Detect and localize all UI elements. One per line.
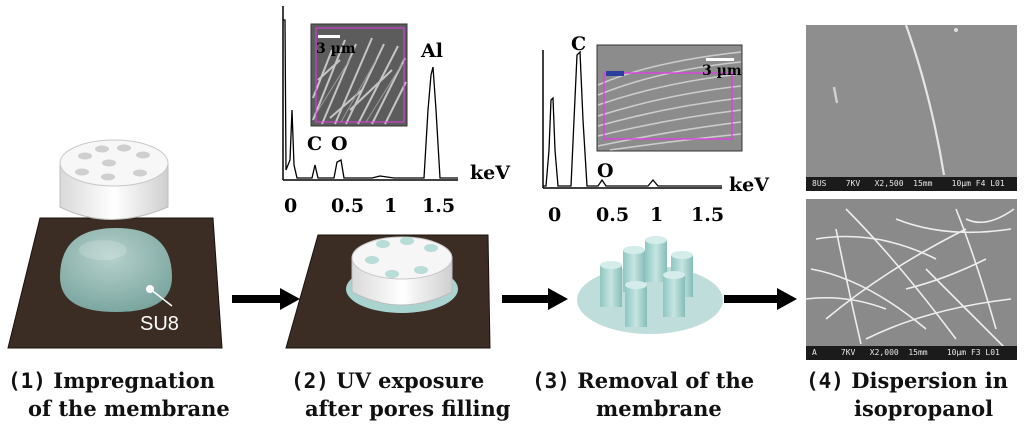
tick-label: 1.5	[422, 195, 455, 217]
sem-inset-2: 3 µm	[596, 44, 743, 152]
tick-label: 1	[384, 195, 397, 217]
axis-unit: keV	[729, 174, 770, 196]
su8-dome	[60, 228, 172, 312]
step3-illustration	[577, 236, 723, 334]
step-title-line2: of the membrane	[28, 396, 230, 421]
sem-caption: A 7KV X2,000 15mm 10µm F3 L01	[806, 346, 1017, 360]
step-number: (3)	[532, 369, 570, 393]
tick-label: 0.5	[596, 204, 629, 226]
sem-image-bottom: A 7KV X2,000 15mm 10µm F3 L01	[806, 199, 1017, 360]
peak-label-c: C	[307, 133, 322, 155]
step-number: (2)	[291, 369, 329, 393]
su8-label: SU8	[140, 313, 179, 335]
scale-bar-label: 3 µm	[702, 63, 742, 79]
tick-label: 0.5	[331, 195, 364, 217]
scale-bar-label: 3 µm	[316, 41, 356, 57]
sem-caption: 8US 7KV X2,500 15mm 10µm F4 L01	[806, 177, 1017, 191]
sem-image-top: 8US 7KV X2,500 15mm 10µm F4 L01	[806, 25, 1017, 191]
tick-label: 0	[548, 204, 561, 226]
arrow-3	[724, 288, 797, 310]
arrow-2	[502, 288, 568, 310]
tick-label: 1	[650, 204, 663, 226]
tick-label: 1.5	[691, 204, 724, 226]
step1-caption: (1) Impregnation of the membrane	[8, 367, 230, 423]
peak-label-o: O	[597, 160, 614, 182]
step1-illustration: SU8	[7, 139, 223, 349]
eds-spectrum-1: C O Al keV 0 0.5 1 1.5 3 µm	[282, 6, 511, 217]
step2-illustration	[285, 234, 491, 349]
step4-caption: (4) Dispersion in isopropanol	[806, 367, 1008, 423]
step-number: (4)	[806, 369, 844, 393]
peak-label-o: O	[331, 133, 348, 155]
sem-inset-1: 3 µm	[310, 23, 408, 127]
axis-unit: keV	[470, 162, 511, 184]
step-title-line2: membrane	[596, 396, 722, 421]
step-title-line2: isopropanol	[854, 396, 994, 421]
step-number: (1)	[8, 369, 46, 393]
peak-label-c: C	[571, 33, 586, 55]
step3-caption: (3) Removal of the membrane	[532, 367, 754, 423]
step-title-line1: Removal of the	[577, 368, 755, 393]
arrow-1	[232, 288, 300, 310]
step-title-line1: Impregnation	[53, 368, 215, 393]
nanowire-pillars	[600, 236, 693, 327]
tick-label: 0	[284, 195, 297, 217]
nanowire-image	[832, 25, 958, 176]
peak-label-al: Al	[420, 40, 443, 62]
spectrum-1-trace	[283, 19, 458, 179]
spectrum-2-trace	[543, 50, 722, 187]
step-title-line1: UV exposure	[336, 368, 485, 393]
step-title-line2: after pores filling	[305, 396, 511, 421]
step2-caption: (2) UV exposure after pores filling	[291, 367, 510, 423]
step-title-line1: Dispersion in	[851, 368, 1009, 393]
eds-spectrum-2: C O keV 0 0.5 1 1.5 3 µm	[542, 33, 770, 226]
membrane-disk	[59, 139, 169, 220]
nanowire-image	[806, 208, 1015, 350]
